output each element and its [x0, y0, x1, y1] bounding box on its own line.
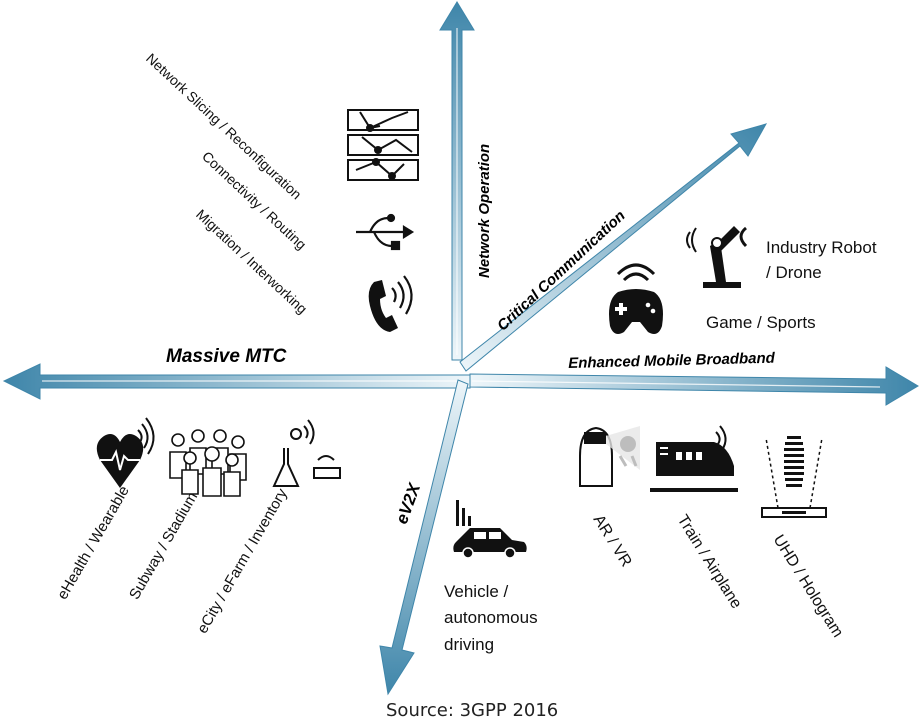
label-industry-robot-2: / Drone: [766, 263, 822, 282]
label-game-sports: Game / Sports: [706, 313, 816, 332]
embb-arrow: [469, 366, 919, 406]
lab-flask-icon: [272, 419, 341, 487]
heart-icon: [96, 417, 155, 488]
massive-mtc-arrow: [2, 363, 471, 400]
label-vehicle-1: Vehicle /: [444, 582, 509, 601]
hologram-icon: [761, 436, 827, 518]
network-operation-arrow: [439, 1, 475, 361]
ev2x-arrow: [379, 379, 469, 696]
ar-vr-headset-icon: [579, 426, 640, 487]
usb-icon: [356, 213, 415, 251]
label-vehicle-2: autonomous: [444, 608, 538, 627]
label-industry-robot-1: Industry Robot: [766, 238, 877, 257]
industry-robot-icon: [686, 226, 748, 288]
axis-label-network-operation: Network Operation: [476, 143, 493, 278]
phone-icon: [368, 275, 413, 332]
car-icon: [453, 500, 527, 559]
source-caption: Source: 3GPP 2016: [386, 700, 559, 721]
critical-communication-arrow: [459, 123, 768, 372]
network-slicing-icon: [347, 109, 419, 181]
label-vehicle-3: driving: [444, 635, 495, 654]
crowd-icon: [169, 429, 247, 497]
game-controller-icon: [609, 263, 663, 334]
train-icon: [650, 425, 738, 492]
axis-label-massive-mtc: Massive MTC: [166, 346, 287, 367]
